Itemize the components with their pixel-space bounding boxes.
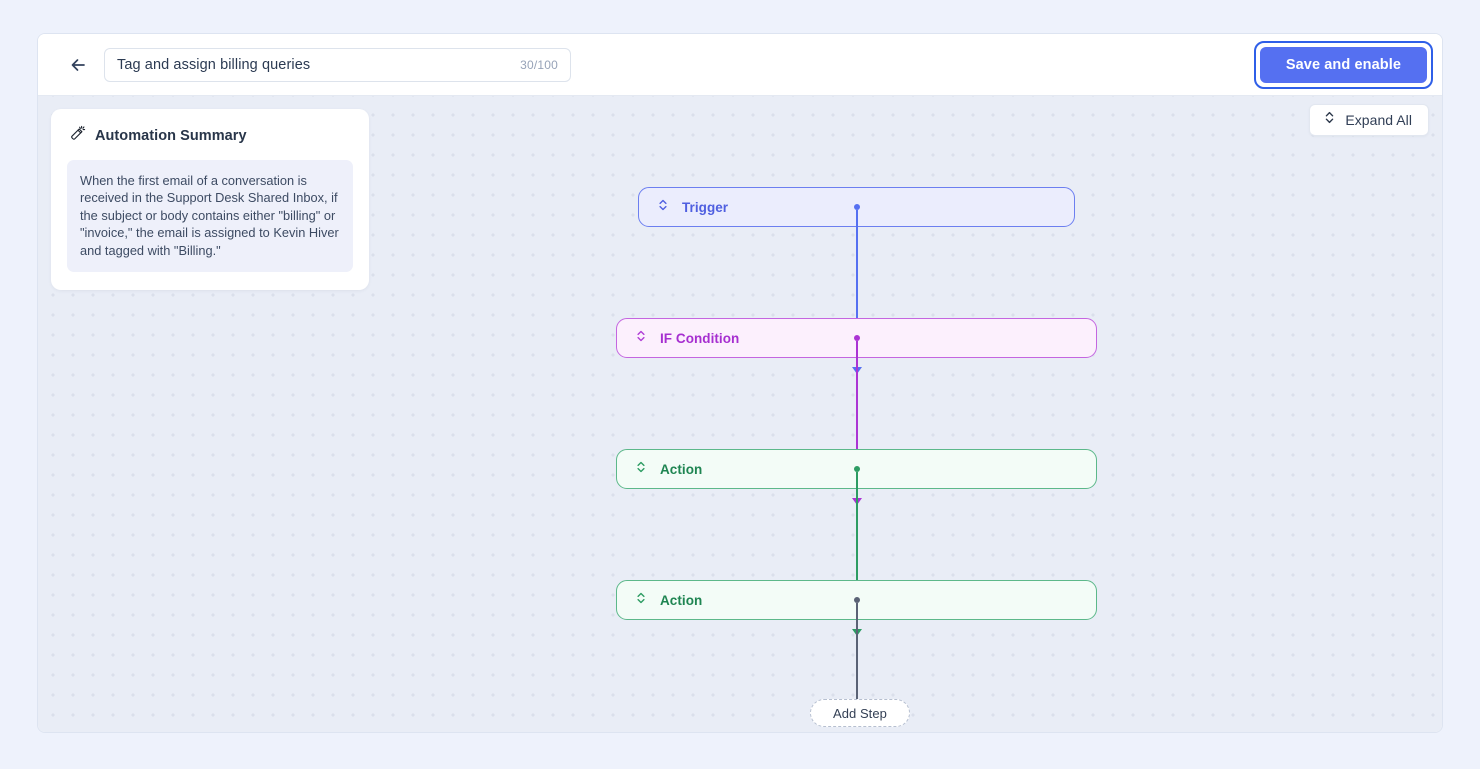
- flow-node-action-2-label: Action: [660, 592, 703, 608]
- chevron-up-down-icon[interactable]: [635, 329, 647, 348]
- automation-summary-title: Automation Summary: [95, 128, 247, 144]
- expand-all-label: Expand All: [1345, 112, 1412, 128]
- workflow-flow: Trigger IF Condition: [38, 96, 1442, 732]
- workflow-canvas[interactable]: Automation Summary When the first email …: [38, 96, 1442, 732]
- save-button-focus-ring: Save and enable: [1253, 41, 1433, 89]
- add-step-button[interactable]: Add Step: [810, 699, 910, 727]
- chevron-up-down-icon[interactable]: [635, 591, 647, 610]
- flow-node-action-1[interactable]: Action: [616, 449, 1097, 489]
- flow-node-if-condition[interactable]: IF Condition: [616, 318, 1097, 358]
- flow-node-trigger[interactable]: Trigger: [638, 187, 1075, 227]
- save-and-enable-button[interactable]: Save and enable: [1259, 47, 1427, 83]
- chevron-up-down-icon: [1323, 110, 1336, 130]
- automation-builder-window: 30/100 Save and enable Automation Summar…: [38, 34, 1442, 732]
- flow-node-action-2[interactable]: Action: [616, 580, 1097, 620]
- chevron-up-down-icon[interactable]: [635, 460, 647, 479]
- top-bar: 30/100 Save and enable: [38, 34, 1442, 96]
- chevron-up-down-icon[interactable]: [657, 198, 669, 217]
- back-button[interactable]: [60, 47, 96, 83]
- automation-summary-text: When the first email of a conversation i…: [67, 160, 353, 272]
- flow-node-trigger-label: Trigger: [682, 199, 729, 215]
- magic-wand-icon: [69, 125, 86, 147]
- automation-summary-header: Automation Summary: [67, 125, 353, 147]
- flow-node-if-condition-label: IF Condition: [660, 330, 740, 346]
- character-counter: 30/100: [520, 58, 558, 72]
- automation-summary-card: Automation Summary When the first email …: [51, 109, 369, 290]
- arrow-left-icon: [68, 55, 88, 75]
- flow-node-action-1-label: Action: [660, 461, 703, 477]
- automation-title-input[interactable]: [117, 57, 513, 73]
- expand-all-button[interactable]: Expand All: [1309, 104, 1429, 136]
- automation-title-field[interactable]: 30/100: [104, 48, 571, 82]
